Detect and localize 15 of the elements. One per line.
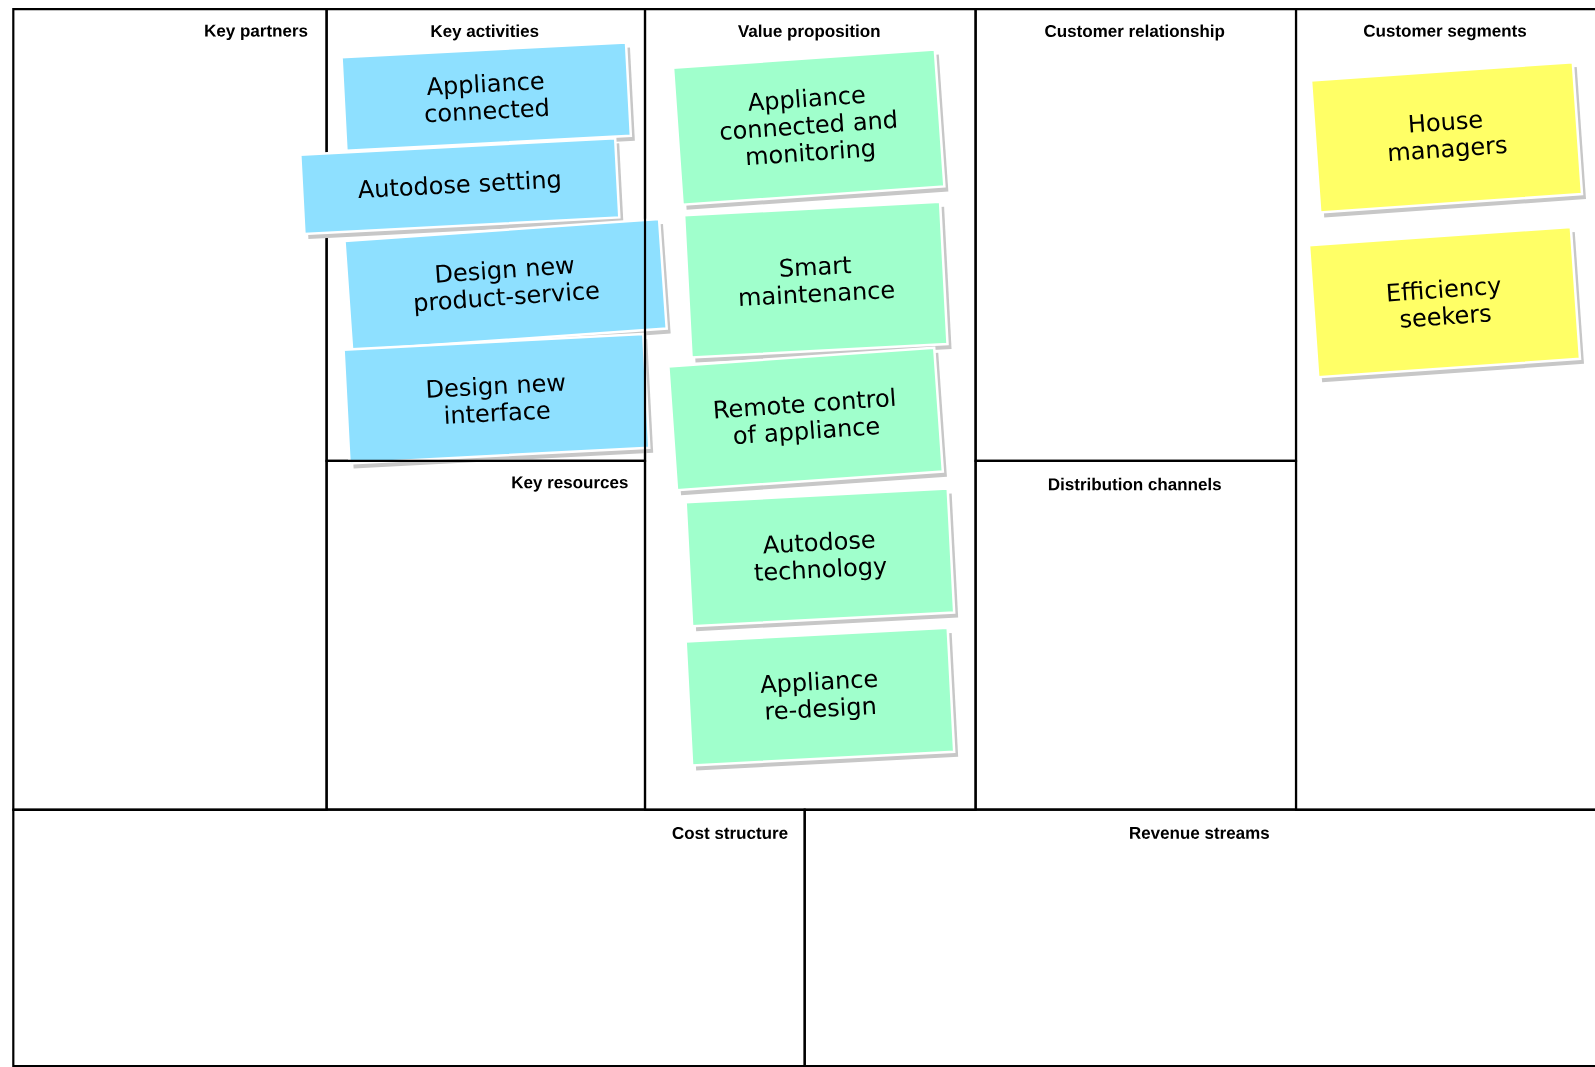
- canvas-cell: Distribution channels: [974, 459, 1298, 811]
- canvas-cell: Customer relationship: [974, 8, 1298, 462]
- canvas-cell: Cost structure: [12, 808, 806, 1067]
- sticky-note: Appliance re-design: [684, 626, 959, 771]
- canvas-cell: Revenue streams: [803, 808, 1595, 1067]
- sticky-note: Design new interface: [342, 332, 654, 469]
- canvas-cell: Key resources: [325, 459, 647, 811]
- sticky-note: House managers: [1309, 60, 1586, 218]
- sticky-note: Smart maintenance: [682, 200, 952, 363]
- canvas-cell: Key partners: [12, 8, 328, 811]
- sticky-note: Appliance connected and monitoring: [671, 48, 949, 210]
- sticky-note: Remote control of appliance: [667, 346, 947, 496]
- sticky-note: Appliance connected: [340, 41, 635, 156]
- sticky-note: Autodose technology: [684, 487, 959, 632]
- sticky-note: Efficiency seekers: [1307, 225, 1584, 383]
